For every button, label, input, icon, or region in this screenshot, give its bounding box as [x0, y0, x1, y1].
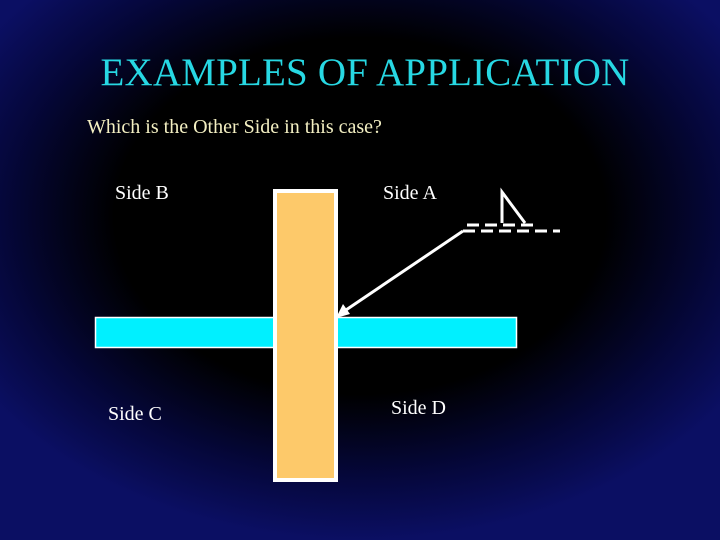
- side-d-label: Side D: [391, 397, 446, 419]
- fillet-weld-symbol: [500, 187, 527, 224]
- side-c-label: Side C: [108, 403, 162, 425]
- side-a-label: Side A: [383, 182, 437, 204]
- arrow-leader-line: [342, 229, 464, 314]
- arrow-head: [336, 304, 350, 318]
- vertical-member: [273, 189, 338, 482]
- question-text: Which is the Other Side in this case?: [87, 116, 382, 138]
- slide-title: EXAMPLES OF APPLICATION: [100, 51, 630, 94]
- side-b-label: Side B: [115, 182, 169, 204]
